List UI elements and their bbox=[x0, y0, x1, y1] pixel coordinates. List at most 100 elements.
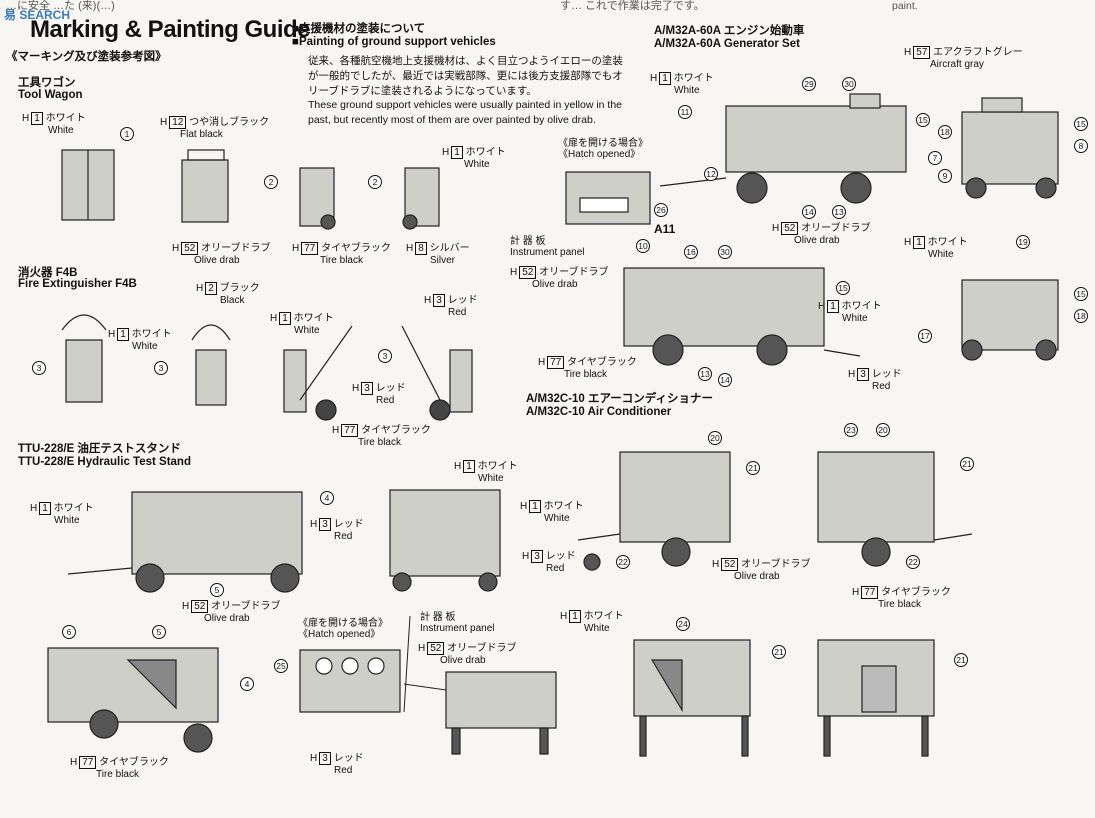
intro-heading-jp: ■支援機材の塗装について bbox=[292, 23, 426, 35]
ac-title-jp: A/M32C-10 エアーコンディショナー bbox=[526, 393, 713, 405]
marker-18a: 18 bbox=[938, 122, 952, 140]
top-right-text: paint. bbox=[892, 0, 918, 12]
page-subtitle: 《マーキング及び塗装参考図》 bbox=[6, 51, 167, 63]
marker-19: 19 bbox=[1016, 232, 1030, 250]
fire-ext-title-en: Fire Extinguisher F4B bbox=[18, 278, 137, 290]
intro-para-en: These ground support vehicles were usual… bbox=[308, 99, 623, 126]
watermark: 易 SEARCH bbox=[4, 8, 71, 22]
hatch-label-1: 《扉を開ける場合》《Hatch opened》 bbox=[298, 618, 388, 640]
marker-20b: 20 bbox=[876, 420, 890, 438]
marker-15a: 15 bbox=[916, 110, 930, 128]
marker-15d: 15 bbox=[1074, 284, 1088, 302]
marker-26: 26 bbox=[654, 200, 668, 218]
gen-title-en: A/M32A-60A Generator Set bbox=[654, 38, 800, 50]
fire-ext-front-drawing bbox=[65, 339, 103, 403]
marker-29: 29 bbox=[802, 74, 816, 92]
marker-3a: 3 bbox=[32, 358, 46, 376]
intro-para-jp: 従来、各種航空機地上支援機材は、よく目立つようイエローの塗装が一般的でしたが、最… bbox=[308, 55, 623, 97]
ac-title-en: A/M32C-10 Air Conditioner bbox=[526, 406, 672, 418]
marker-8: 8 bbox=[1074, 136, 1088, 154]
marker-21d: 21 bbox=[954, 650, 968, 668]
fire-ext-title-jp: 消火器 F4B bbox=[18, 267, 78, 279]
marker-30b: 30 bbox=[718, 242, 732, 260]
hatch-label-2: 《扉を開ける場合》《Hatch opened》 bbox=[558, 138, 648, 160]
a11-label: A11 bbox=[654, 222, 676, 236]
marker-2a: 2 bbox=[264, 172, 278, 190]
marker-13b: 13 bbox=[698, 364, 712, 382]
marker-13a: 13 bbox=[832, 202, 846, 220]
tool-wagon-title-en: Tool Wagon bbox=[18, 89, 83, 101]
ac-rear-drawing bbox=[633, 639, 751, 717]
ttu-side-drawing bbox=[131, 491, 303, 575]
ac-angle-drawing bbox=[817, 451, 935, 543]
marker-14b: 14 bbox=[718, 370, 732, 388]
fire-ext-side2-drawing bbox=[449, 349, 473, 413]
marker-21a: 21 bbox=[746, 458, 760, 476]
marker-20a: 20 bbox=[708, 428, 722, 446]
marker-3c: 3 bbox=[378, 346, 392, 364]
marker-12: 12 bbox=[704, 164, 718, 182]
generator-side2-drawing bbox=[623, 267, 825, 347]
generator-side-drawing bbox=[725, 105, 907, 173]
marker-25: 25 bbox=[274, 656, 288, 674]
marker-21c: 21 bbox=[772, 642, 786, 660]
marker-15b: 15 bbox=[1074, 114, 1088, 132]
marker-16: 16 bbox=[684, 242, 698, 260]
marker-18b: 18 bbox=[1074, 306, 1088, 324]
ac-side-drawing bbox=[619, 451, 731, 543]
marker-22a: 22 bbox=[616, 552, 630, 570]
ttu-front-drawing bbox=[445, 671, 557, 729]
marker-24: 24 bbox=[676, 614, 690, 632]
marker-2b: 2 bbox=[368, 172, 382, 190]
generator-front-drawing bbox=[961, 279, 1059, 351]
marker-7: 7 bbox=[928, 148, 942, 166]
marker-23: 23 bbox=[844, 420, 858, 438]
gen-title-jp: A/M32A-60A エンジン始動車 bbox=[654, 25, 805, 37]
marker-15c: 15 bbox=[836, 278, 850, 296]
marker-11: 11 bbox=[678, 102, 692, 120]
ttu-title-jp: TTU-228/E 油圧テストスタンド bbox=[18, 443, 181, 455]
tool-wagon-side-drawing bbox=[181, 159, 229, 223]
marker-14a: 14 bbox=[802, 202, 816, 220]
fire-ext-side-drawing bbox=[283, 349, 307, 413]
tool-wagon-title-jp: 工具ワゴン bbox=[18, 77, 76, 89]
marker-22b: 22 bbox=[906, 552, 920, 570]
marker-4b: 4 bbox=[240, 674, 254, 692]
ttu-title-en: TTU-228/E Hydraulic Test Stand bbox=[18, 456, 191, 468]
marker-5b: 5 bbox=[152, 622, 166, 640]
intro-heading-en: ■Painting of ground support vehicles bbox=[292, 36, 496, 48]
marker-21b: 21 bbox=[960, 454, 974, 472]
marker-9: 9 bbox=[938, 166, 952, 184]
fire-ext-back-drawing bbox=[195, 349, 227, 406]
